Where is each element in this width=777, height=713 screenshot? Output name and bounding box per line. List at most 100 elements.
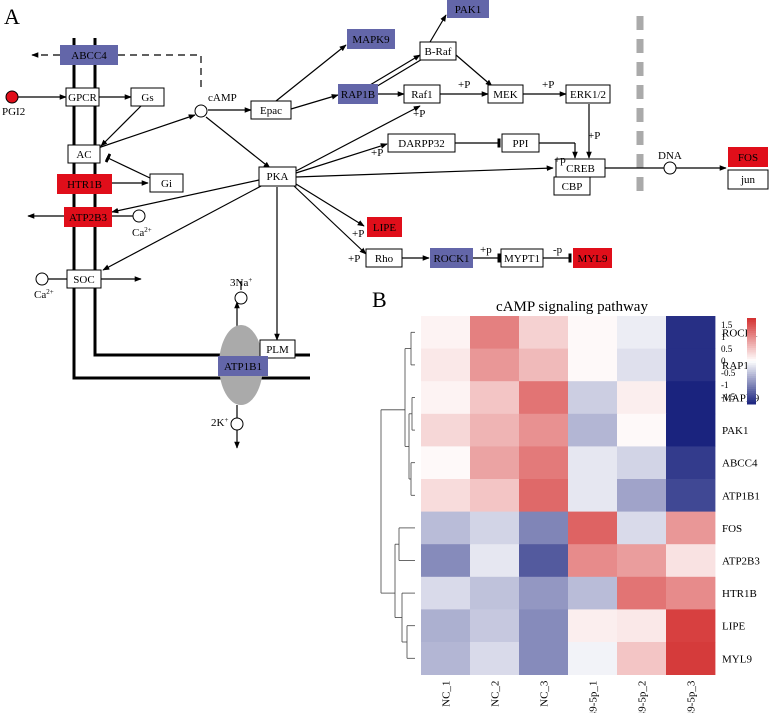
- node-soc: [66, 269, 102, 289]
- heatmap-cell: [421, 348, 471, 382]
- heatmap-cell: [519, 576, 569, 610]
- legend-swatch: [747, 350, 756, 353]
- node-darpp32-label: DARPP32: [398, 138, 444, 150]
- legend-swatch: [747, 326, 756, 330]
- legend-swatch: [747, 367, 756, 371]
- node-rap1b: [338, 84, 378, 104]
- camp-label: cAMP: [208, 92, 237, 104]
- heatmap-cell: [568, 544, 618, 578]
- node-gs: [130, 87, 165, 107]
- node-soc-label: SOC: [73, 274, 94, 286]
- heatmap-cell: [470, 348, 520, 382]
- legend-swatch: [747, 339, 756, 343]
- legend-swatch: [747, 341, 756, 345]
- k-label: 2K+: [211, 416, 228, 429]
- heatmap-cell: [421, 642, 471, 675]
- heatmap-cell: [470, 576, 520, 610]
- heatmap-cell: [568, 609, 618, 643]
- heatmap-cell: [666, 316, 716, 349]
- node-ppi-label: PPI: [513, 138, 529, 150]
- legend-swatch: [747, 330, 756, 334]
- node-abcc4: [60, 45, 118, 65]
- pathway-edges: [17, 14, 727, 449]
- heatmap-cell: [568, 348, 618, 382]
- heatmap-row-label: ATP1B1: [722, 490, 760, 502]
- heatmap-row-label: MYL9: [722, 653, 752, 665]
- phospho-label-mek: +P: [542, 79, 554, 91]
- legend-swatch: [747, 386, 756, 390]
- node-atp2b3: [64, 207, 112, 227]
- heatmap-row-label: FOS: [722, 523, 742, 535]
- node-jun: [727, 169, 769, 190]
- ca-label-1: Ca2+: [132, 226, 152, 239]
- node-gi: [149, 173, 184, 193]
- legend-swatch: [747, 335, 756, 338]
- legend-swatch: [747, 399, 756, 403]
- heatmap-column-label: miR-149-5p_1: [588, 681, 600, 713]
- legend-swatch: [747, 318, 756, 321]
- pgi2-label: PGI2: [2, 106, 25, 118]
- legend-swatch: [747, 378, 756, 381]
- node-mek: [487, 84, 524, 104]
- heatmap-column-label: NC_1: [441, 681, 453, 707]
- node-mypt1-label: MYPT1: [504, 253, 540, 265]
- node-mapk9: [347, 29, 395, 49]
- legend-swatch: [747, 365, 756, 368]
- phospho-label-erk: +P: [588, 130, 600, 142]
- panel-b: B cAMP signaling pathway ROCK1RAP1BMAPK9…: [372, 287, 760, 713]
- dna-circle: [663, 161, 677, 175]
- heatmap-cell: [470, 446, 520, 480]
- heatmap-cell: [666, 348, 716, 382]
- heatmap-column-label: NC_2: [490, 681, 502, 707]
- heatmap-cell: [666, 642, 716, 675]
- legend-swatch: [747, 354, 756, 358]
- heatmap-cell: [519, 609, 569, 643]
- node-pka: [258, 166, 297, 187]
- heatmap-cell: [421, 413, 471, 447]
- node-pka-label: PKA: [266, 171, 288, 183]
- heatmap-column-label: miR-149-5p_3: [686, 680, 698, 713]
- node-plm: [259, 339, 296, 359]
- phospho-label-creb: +p: [554, 154, 566, 166]
- legend-tick-label: 1: [721, 332, 726, 342]
- heatmap-cell: [666, 609, 716, 643]
- node-pak1: [447, 0, 489, 18]
- phospho-label-raf1-bottom: +P: [413, 108, 425, 120]
- heatmap-cell: [568, 413, 618, 447]
- legend-tick-label: 0: [721, 356, 726, 366]
- heatmap-row-label: ATP2B3: [722, 556, 760, 568]
- legend-swatch: [747, 393, 756, 396]
- color-legend: 1.510.50-0.5-1-1.5: [721, 318, 756, 405]
- legend-swatch: [747, 343, 756, 347]
- heatmap-cell: [617, 446, 667, 480]
- heatmap-cell: [617, 413, 667, 447]
- legend-swatch: [747, 356, 756, 360]
- node-mapk9-label: MAPK9: [352, 34, 390, 46]
- node-lipe: [367, 217, 402, 237]
- free-labels: PGI2 cAMP DNA Ca2+ Ca2+ 3Na+ 2K+ +P +P +…: [2, 79, 682, 429]
- heatmap-cell: [519, 446, 569, 480]
- heatmap-cell: [568, 479, 618, 512]
- node-htr1b: [57, 174, 112, 194]
- heatmap-cell: [519, 381, 569, 415]
- legend-swatch: [747, 358, 756, 362]
- heatmap-cell: [519, 413, 569, 447]
- node-mek-label: MEK: [493, 89, 518, 101]
- heatmap-cell: [666, 576, 716, 610]
- legend-swatch: [747, 388, 756, 392]
- legend-swatch: [747, 348, 756, 351]
- phospho-label-rho: +P: [348, 253, 360, 265]
- node-atp2b3-label: ATP2B3: [69, 212, 107, 224]
- node-darpp32: [387, 133, 456, 153]
- legend-swatch: [747, 380, 756, 383]
- legend-swatch: [747, 373, 756, 377]
- heatmap-cell: [519, 544, 569, 578]
- heatmap-cell: [568, 381, 618, 415]
- na-label: 3Na+: [230, 276, 252, 289]
- heatmap-cell: [519, 479, 569, 512]
- node-erk: [565, 84, 611, 104]
- nodes: ABCC4 PAK1 MAPK9 B-Raf GPCR Gs Epac RAP1…: [57, 0, 769, 376]
- heatmap-cell: [617, 609, 667, 643]
- panel-a-label: A: [4, 4, 20, 29]
- heatmap-cell: [470, 642, 520, 675]
